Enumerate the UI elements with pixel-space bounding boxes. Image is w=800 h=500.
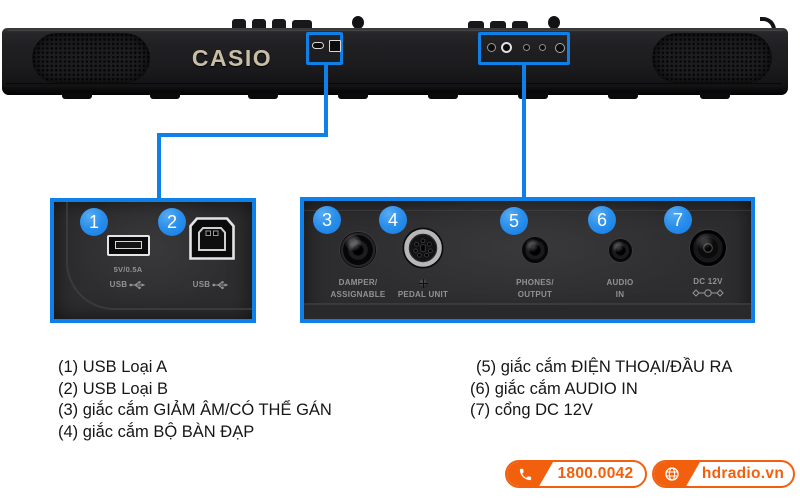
audio-label-line1: AUDIO	[606, 278, 634, 287]
pedal-unit-din-port	[402, 227, 444, 269]
pedal-unit-label: PEDAL UNIT	[397, 290, 449, 299]
callout-number-5: 5	[500, 207, 528, 235]
usb-a-label-row: USB	[98, 279, 158, 291]
mini-usb-a-port	[312, 42, 324, 49]
usb-type-b-port	[189, 217, 235, 260]
rubber-foot	[608, 93, 638, 99]
hotline-badge-head	[507, 462, 553, 486]
music-stand-hook	[760, 17, 776, 30]
callout-number-2: 2	[158, 208, 186, 236]
website-url[interactable]: hdradio.vn	[701, 465, 785, 482]
callout-line-usb-vertical	[324, 64, 328, 137]
jack-ports-highlight-box	[478, 32, 570, 65]
dc-12v-label: DC 12V	[693, 277, 723, 286]
keyboard-bottom-seam	[6, 83, 782, 84]
legend-item-1: (1) USB Loại A	[58, 358, 168, 376]
keyboard-button-bump	[468, 21, 484, 29]
keyboard-button-bump	[252, 19, 266, 29]
usb-type-a-port	[107, 235, 150, 256]
right-speaker-grille	[652, 33, 772, 83]
globe-icon	[665, 467, 679, 481]
legend-item-2: (2) USB Loại B	[58, 379, 169, 398]
legend-item-6: (6) giắc cắm AUDIO IN	[470, 379, 638, 398]
hotline-badge[interactable]: 1800.0042	[505, 460, 647, 488]
usb-b-label-row: USB	[181, 279, 241, 291]
rubber-foot	[248, 93, 278, 99]
panel-screw	[419, 279, 428, 288]
legend-item-3: (3) giắc cắm GIẢM ÂM/CÓ THỂ GÁN	[58, 401, 332, 419]
audio-in-jack	[608, 238, 633, 263]
panel-lower-face	[304, 305, 751, 319]
keyboard-knob	[548, 16, 560, 29]
left-speaker-grille	[32, 33, 150, 83]
audio-in-label: AUDIO IN	[580, 277, 660, 300]
legend-item-5: (5) giắc cắm ĐIỆN THOẠI/ĐẦU RA	[476, 358, 733, 376]
callout-line-usb-horizontal	[157, 133, 328, 137]
website-badge[interactable]: hdradio.vn	[652, 460, 795, 488]
phones-label-line2: OUTPUT	[517, 289, 553, 299]
callout-number-1: 1	[80, 208, 108, 236]
dc-power-jack	[689, 229, 727, 267]
audio-label-line2: IN	[615, 289, 625, 299]
mini-phones-jack	[523, 44, 530, 51]
keyboard-button-bump	[490, 21, 506, 29]
phones-label-line1: PHONES/	[516, 278, 554, 287]
panel-molding-line	[304, 303, 751, 305]
keyboard-button-bump	[512, 21, 528, 29]
phone-icon	[519, 468, 531, 480]
usb-a-power-label: 5V/0.5A	[113, 265, 143, 274]
mini-usb-b-port	[329, 40, 341, 52]
keyboard-button-bump	[272, 19, 286, 29]
dc-polarity-icon	[692, 289, 724, 297]
callout-number-6: 6	[588, 206, 616, 234]
mini-pedal-din-port	[501, 42, 512, 53]
rubber-foot	[62, 93, 92, 99]
keyboard-button-bump	[232, 19, 246, 29]
mini-damper-jack	[487, 43, 496, 52]
usb-trident-icon	[212, 280, 229, 289]
hotline-number[interactable]: 1800.0042	[557, 465, 634, 482]
usb-trident-icon	[129, 280, 146, 289]
damper-label-line2: ASSIGNABLE	[330, 289, 386, 299]
callout-line-jacks-vertical	[522, 64, 526, 198]
rubber-foot	[428, 93, 458, 99]
website-badge-head	[654, 462, 700, 486]
callout-number-3: 3	[313, 206, 341, 234]
damper-label-line1: DAMPER/	[338, 278, 378, 287]
legend-left-column: (1) USB Loại A (2) USB Loại B (3) giắc c…	[58, 357, 332, 443]
mini-audio-in-jack	[539, 44, 546, 51]
panel-molding-curve	[66, 202, 252, 310]
rubber-foot	[338, 93, 368, 99]
phones-output-label: PHONES/ OUTPUT	[495, 277, 575, 300]
usb-ports-highlight-box	[306, 32, 343, 65]
callout-number-7: 7	[664, 206, 692, 234]
legend-item-7: (7) cổng DC 12V	[470, 401, 593, 419]
callout-line-usb-drop	[157, 133, 161, 199]
usb-b-label: USB	[192, 280, 211, 289]
usb-type-a-tab	[115, 241, 142, 249]
legend-right-column: (5) giắc cắm ĐIỆN THOẠI/ĐẦU RA (6) giắc …	[470, 357, 732, 422]
legend-item-4: (4) giắc cắm BỘ BÀN ĐẠP	[58, 422, 255, 441]
damper-jack-label: DAMPER/ ASSIGNABLE	[318, 277, 398, 300]
callout-number-4: 4	[379, 206, 407, 234]
usb-a-label: USB	[109, 280, 128, 289]
mini-dc-jack	[555, 43, 565, 53]
damper-assignable-jack	[339, 231, 377, 269]
phones-output-jack	[521, 236, 549, 264]
keyboard-button-bump	[292, 20, 312, 29]
keyboard-knob	[352, 16, 364, 29]
rubber-foot	[150, 93, 180, 99]
rubber-foot	[700, 93, 730, 99]
panel-top-edge	[304, 210, 751, 211]
casio-logo: CASIO	[191, 45, 273, 71]
rubber-foot	[518, 93, 548, 99]
